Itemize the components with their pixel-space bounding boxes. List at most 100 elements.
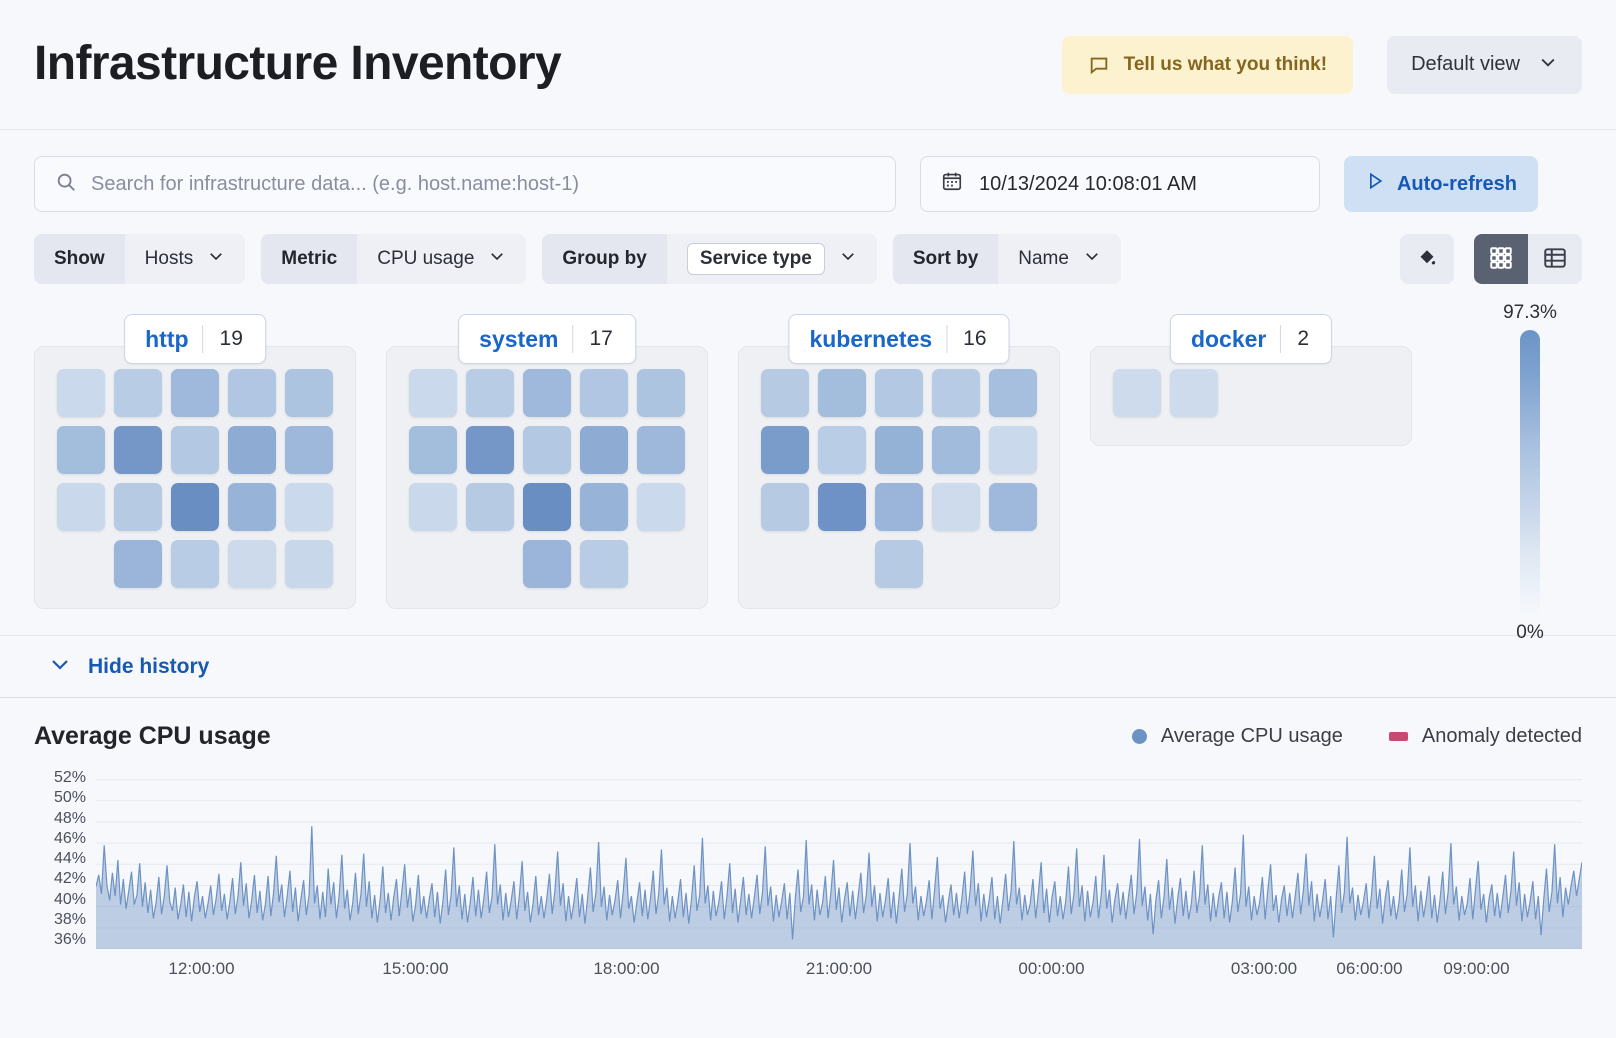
color-fill-icon-button[interactable] bbox=[1400, 234, 1454, 284]
waffle-cell[interactable] bbox=[57, 483, 105, 531]
group-kubernetes: kubernetes 16 bbox=[738, 314, 1060, 609]
waffle-cell[interactable] bbox=[409, 426, 457, 474]
auto-refresh-button[interactable]: Auto-refresh bbox=[1344, 156, 1538, 212]
waffle-cell[interactable] bbox=[932, 369, 980, 417]
default-view-button[interactable]: Default view bbox=[1387, 35, 1582, 94]
waffle-cell[interactable] bbox=[637, 369, 685, 417]
waffle-cell[interactable] bbox=[818, 483, 866, 531]
waffle-cell[interactable] bbox=[580, 540, 628, 588]
filter-metric-label: Metric bbox=[261, 234, 358, 284]
waffle-cell[interactable] bbox=[171, 540, 219, 588]
chart-title: Average CPU usage bbox=[34, 722, 271, 750]
group-body bbox=[386, 346, 708, 609]
chart-plot-area[interactable] bbox=[96, 769, 1582, 949]
waffle-cell[interactable] bbox=[761, 369, 809, 417]
waffle-cell[interactable] bbox=[875, 483, 923, 531]
group-count: 17 bbox=[589, 327, 613, 350]
waffle-cell[interactable] bbox=[466, 426, 514, 474]
search-box[interactable] bbox=[34, 156, 896, 212]
waffle-cell[interactable] bbox=[114, 483, 162, 531]
filter-show: Show Hosts bbox=[34, 234, 246, 284]
waffle-cell[interactable] bbox=[285, 483, 333, 531]
group-name: http bbox=[145, 325, 189, 352]
legend-label: Anomaly detected bbox=[1421, 725, 1582, 747]
waffle-cell[interactable] bbox=[466, 369, 514, 417]
waffle-cell[interactable] bbox=[57, 369, 105, 417]
group-badge[interactable]: system 17 bbox=[458, 314, 636, 364]
waffle-cell[interactable] bbox=[228, 483, 276, 531]
waffle-cell[interactable] bbox=[114, 369, 162, 417]
waffle-cell[interactable] bbox=[523, 369, 571, 417]
search-input[interactable] bbox=[91, 172, 875, 196]
waffle-cell[interactable] bbox=[580, 369, 628, 417]
date-picker[interactable]: 10/13/2024 10:08:01 AM bbox=[920, 156, 1320, 212]
table-view-button[interactable] bbox=[1528, 234, 1582, 284]
grid-view-button[interactable] bbox=[1474, 234, 1528, 284]
hide-history-toggle[interactable]: Hide history bbox=[0, 636, 1616, 698]
waffle-cell[interactable] bbox=[989, 483, 1037, 531]
waffle-cell[interactable] bbox=[761, 426, 809, 474]
waffle-cell[interactable] bbox=[171, 369, 219, 417]
y-axis-tick: 52% bbox=[53, 769, 86, 786]
chevron-down-icon bbox=[48, 652, 72, 681]
waffle-cell[interactable] bbox=[989, 426, 1037, 474]
cell-grid bbox=[761, 369, 1037, 588]
comment-icon bbox=[1088, 54, 1110, 76]
waffle-cell[interactable] bbox=[1113, 369, 1161, 417]
play-icon bbox=[1365, 171, 1385, 197]
x-axis-tick: 06:00:00 bbox=[1336, 959, 1403, 978]
waffle-cell[interactable] bbox=[523, 540, 571, 588]
waffle-cell[interactable] bbox=[523, 426, 571, 474]
waffle-cell[interactable] bbox=[875, 369, 923, 417]
waffle-cell[interactable] bbox=[57, 426, 105, 474]
cell-grid bbox=[409, 369, 685, 588]
page-header: Infrastructure Inventory Tell us what yo… bbox=[0, 0, 1616, 130]
waffle-cell[interactable] bbox=[285, 426, 333, 474]
group-badge[interactable]: http 19 bbox=[124, 314, 266, 364]
page-title: Infrastructure Inventory bbox=[34, 37, 562, 91]
color-scale-legend: 97.3% 0% bbox=[1490, 302, 1570, 644]
waffle-cell[interactable] bbox=[114, 426, 162, 474]
chevron-down-icon bbox=[1538, 52, 1558, 78]
waffle-cell[interactable] bbox=[932, 483, 980, 531]
waffle-cell[interactable] bbox=[818, 426, 866, 474]
group-name: docker bbox=[1190, 325, 1267, 352]
waffle-cell[interactable] bbox=[875, 426, 923, 474]
waffle-cell[interactable] bbox=[637, 483, 685, 531]
waffle-cell[interactable] bbox=[228, 540, 276, 588]
waffle-cell[interactable] bbox=[818, 369, 866, 417]
cell-grid bbox=[1113, 369, 1389, 417]
waffle-cell[interactable] bbox=[580, 426, 628, 474]
waffle-cell[interactable] bbox=[171, 483, 219, 531]
waffle-cell[interactable] bbox=[285, 369, 333, 417]
waffle-cell[interactable] bbox=[466, 483, 514, 531]
waffle-cell[interactable] bbox=[409, 369, 457, 417]
waffle-cell[interactable] bbox=[761, 483, 809, 531]
waffle-cell[interactable] bbox=[228, 426, 276, 474]
waffle-cell[interactable] bbox=[1170, 369, 1218, 417]
waffle-cell[interactable] bbox=[114, 540, 162, 588]
waffle-cell[interactable] bbox=[523, 483, 571, 531]
filter-metric-value[interactable]: CPU usage bbox=[357, 234, 527, 284]
feedback-button[interactable]: Tell us what you think! bbox=[1061, 35, 1354, 94]
group-name: system bbox=[479, 325, 559, 352]
waffle-cell[interactable] bbox=[989, 369, 1037, 417]
waffle-cell[interactable] bbox=[580, 483, 628, 531]
waffle-cell[interactable] bbox=[285, 540, 333, 588]
group-badge[interactable]: kubernetes 16 bbox=[788, 314, 1010, 364]
waffle-cell[interactable] bbox=[228, 369, 276, 417]
waffle-cell[interactable] bbox=[171, 426, 219, 474]
legend-max-value: 97.3% bbox=[1503, 302, 1557, 323]
waffle-cell[interactable] bbox=[875, 540, 923, 588]
waffle-cell[interactable] bbox=[637, 426, 685, 474]
waffle-cell[interactable] bbox=[932, 426, 980, 474]
legend-item-average-cpu-usage[interactable]: Average CPU usage bbox=[1131, 725, 1343, 748]
filter-show-value[interactable]: Hosts bbox=[124, 234, 246, 284]
y-axis-tick: 46% bbox=[53, 829, 86, 847]
filter-sort-by-value[interactable]: Name bbox=[998, 234, 1121, 284]
waffle-cell[interactable] bbox=[409, 483, 457, 531]
legend-item-anomaly-detected[interactable]: Anomaly detected bbox=[1388, 725, 1582, 748]
filter-group-by-value[interactable]: Service type bbox=[666, 234, 877, 284]
group-badge[interactable]: docker 2 bbox=[1169, 314, 1333, 364]
